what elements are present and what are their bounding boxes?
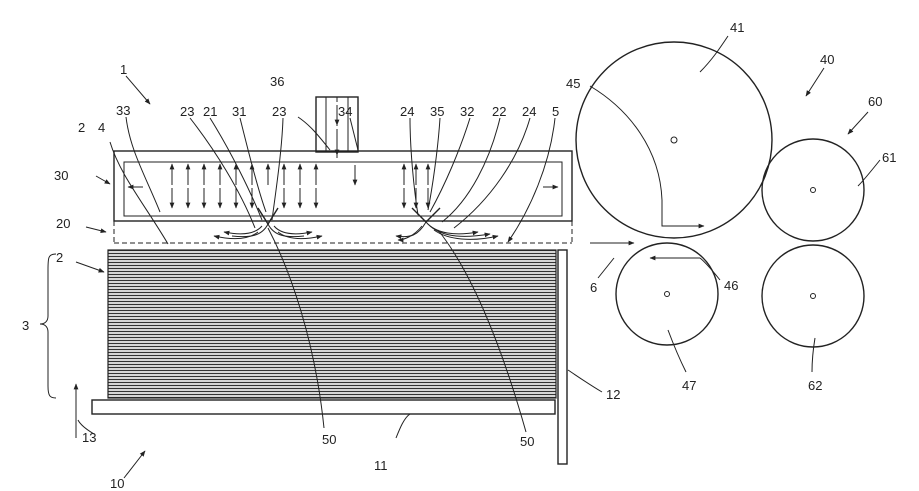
label-31: 31 (232, 104, 246, 119)
label-50b: 50 (520, 434, 534, 449)
label-1: 1 (120, 62, 127, 77)
label-47: 47 (682, 378, 696, 393)
label-22: 22 (492, 104, 506, 119)
label-34: 34 (338, 104, 352, 119)
label-61: 61 (882, 150, 896, 165)
label-11: 11 (374, 458, 388, 473)
bracket-3 (40, 254, 56, 398)
label-33: 33 (116, 103, 130, 118)
roller-41 (576, 42, 772, 238)
label-24b: 24 (522, 104, 536, 119)
label-2-side: 2 (56, 250, 63, 265)
label-3: 3 (22, 318, 29, 333)
label-6: 6 (590, 280, 597, 295)
support-plate-11 (92, 400, 555, 414)
label-5: 5 (552, 104, 559, 119)
label-46: 46 (724, 278, 738, 293)
label-32: 32 (460, 104, 474, 119)
sheet-stack (108, 250, 556, 398)
label-50a: 50 (322, 432, 336, 447)
nozzle-plate-20 (114, 208, 572, 243)
label-36: 36 (270, 74, 284, 89)
roller-61 (762, 139, 864, 241)
label-35: 35 (430, 104, 444, 119)
label-20: 20 (56, 216, 70, 231)
label-23b: 23 (272, 104, 286, 119)
label-23a: 23 (180, 104, 194, 119)
label-12: 12 (606, 387, 620, 402)
roller-62 (762, 245, 864, 347)
label-13: 13 (82, 430, 96, 445)
label-21: 21 (203, 104, 217, 119)
label-30: 30 (54, 168, 68, 183)
stop-wall-12 (558, 250, 567, 464)
label-2-top: 2 (78, 120, 85, 135)
label-10: 10 (110, 476, 124, 491)
label-4: 4 (98, 120, 105, 135)
roller-47 (616, 243, 718, 345)
label-45: 45 (566, 76, 580, 91)
label-60: 60 (868, 94, 882, 109)
label-24a: 24 (400, 104, 414, 119)
label-41: 41 (730, 20, 744, 35)
label-62: 62 (808, 378, 822, 393)
label-40: 40 (820, 52, 834, 67)
